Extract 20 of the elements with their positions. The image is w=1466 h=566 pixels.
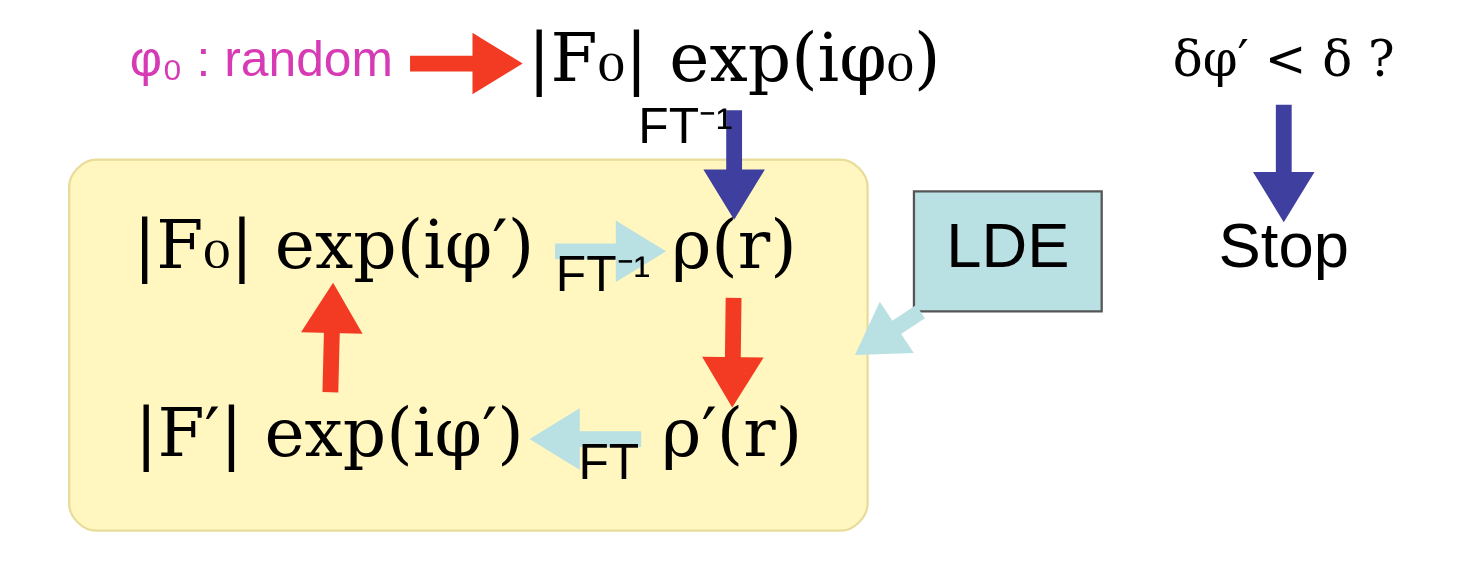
- edge-label: FT: [578, 433, 640, 490]
- node-text: |F₀| exp(iφ′): [133, 205, 535, 285]
- arrow: [702, 297, 764, 408]
- node-text: φ₀ : random: [129, 31, 393, 88]
- arrow: [529, 408, 642, 470]
- arrow: [410, 32, 523, 95]
- arrow: [854, 301, 925, 356]
- arrow: [301, 282, 363, 393]
- arrow: [555, 220, 667, 283]
- arrow: [1253, 104, 1315, 223]
- node-text: Stop: [1218, 209, 1349, 280]
- node-text: |F₀| exp(iφ₀): [527, 17, 941, 97]
- node-box: LDE: [912, 190, 1103, 313]
- node-text: δφ′ < δ ?: [1172, 30, 1395, 89]
- node-text: |F′| exp(iφ′): [134, 393, 524, 473]
- node-text: ρ′(r): [661, 393, 803, 473]
- node-text: ρ(r): [671, 205, 797, 285]
- arrow: [703, 110, 765, 220]
- edge-label: FT⁻¹: [555, 246, 651, 303]
- cluster: [68, 158, 869, 532]
